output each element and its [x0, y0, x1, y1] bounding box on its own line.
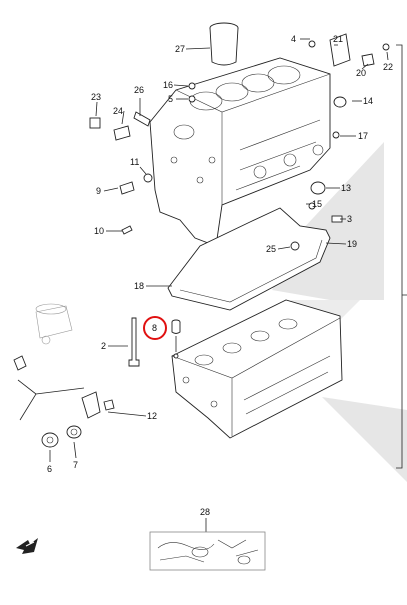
dowel-pin: [171, 319, 181, 359]
callout-26: 26: [134, 85, 144, 95]
leader-lines: [17, 38, 389, 532]
callout-4: 4: [291, 34, 296, 44]
callout-7: 7: [73, 460, 78, 470]
gasket-set-box: [149, 531, 266, 571]
callout-25: 25: [266, 244, 276, 254]
callout-27: 27: [175, 44, 185, 54]
callout-13: 13: [341, 183, 351, 193]
callout-12: 12: [147, 411, 157, 421]
callout-23: 23: [91, 92, 101, 102]
callout-3: 3: [347, 214, 352, 224]
assembly-bracket: [396, 44, 407, 469]
callout-18: 18: [134, 281, 144, 291]
callout-15: 15: [312, 199, 322, 209]
callout-6: 6: [47, 464, 52, 474]
callout-14: 14: [363, 96, 373, 106]
small-parts: [13, 33, 390, 448]
callout-10: 10: [94, 226, 104, 236]
ghost-piston: [35, 303, 73, 345]
cylinder-liner: [209, 22, 239, 66]
callout-2: 2: [101, 341, 106, 351]
callout-28: 28: [200, 507, 210, 517]
callout-24: 24: [113, 106, 123, 116]
callout-22: 22: [383, 62, 393, 72]
highlight-circle: [143, 316, 167, 340]
head-bolt: [128, 317, 140, 367]
callout-21: 21: [333, 34, 343, 44]
cylinder-block: [149, 57, 331, 247]
cylinder-head: [171, 299, 343, 439]
callout-labels: 27 4 21 20 22 16 5 26 23 24 14 17 11 9 1…: [47, 34, 393, 517]
forward-arrow-icon: [16, 538, 38, 554]
callout-20: 20: [356, 68, 366, 78]
callout-19: 19: [347, 239, 357, 249]
callout-17: 17: [358, 131, 368, 141]
head-gasket: [167, 207, 331, 311]
callout-8: 8: [152, 323, 157, 333]
callout-5: 5: [168, 94, 173, 104]
callout-9: 9: [96, 186, 101, 196]
callout-16: 16: [163, 80, 173, 90]
callout-11: 11: [130, 157, 139, 167]
